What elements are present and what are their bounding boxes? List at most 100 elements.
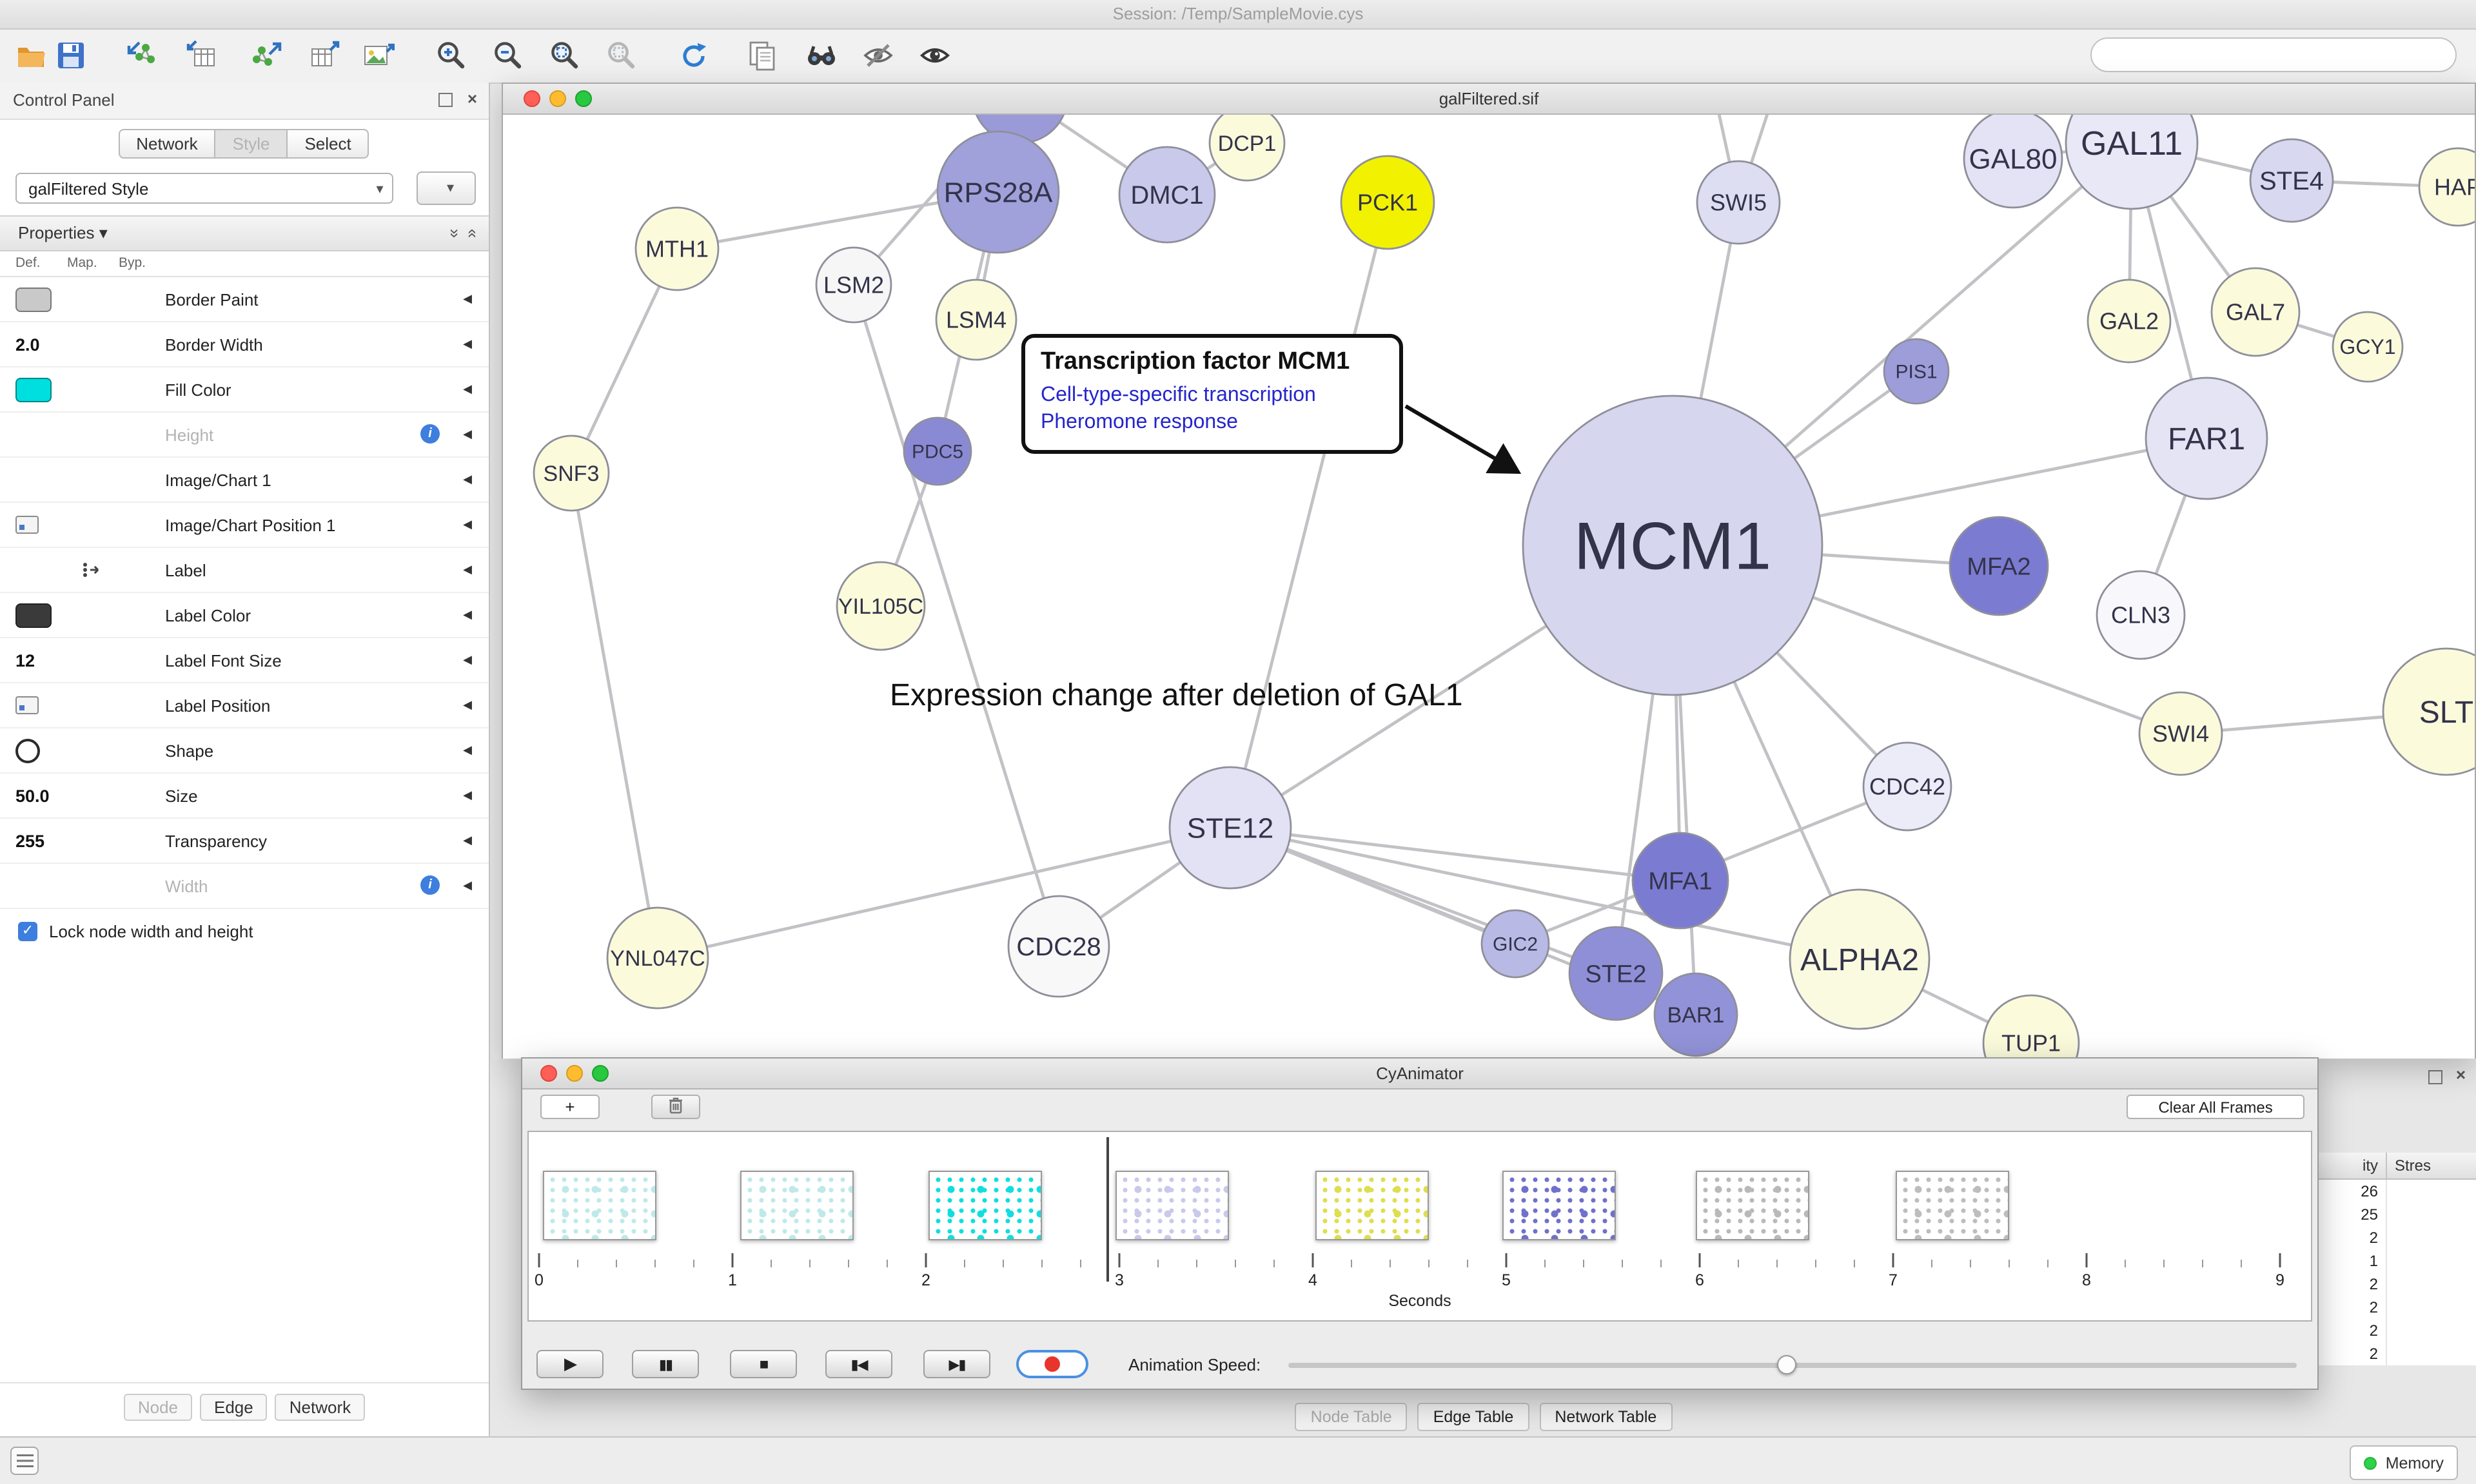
frame-thumbnail-4[interactable] [1115, 1171, 1229, 1240]
node-gic2[interactable] [1480, 909, 1550, 979]
table-row[interactable]: 2 [2319, 1342, 2476, 1365]
default-value-cell[interactable] [0, 377, 67, 402]
node-bar1[interactable] [1653, 972, 1738, 1057]
node-rps28a[interactable] [936, 130, 1060, 254]
search-input[interactable] [2090, 37, 2457, 72]
node-ynl047c[interactable] [606, 906, 709, 1010]
color-swatch[interactable] [15, 377, 52, 402]
node-ste4[interactable] [2249, 138, 2334, 223]
export-network-button[interactable] [245, 34, 291, 77]
table-row[interactable]: 25 [2319, 1203, 2476, 1226]
close-table-panel-icon[interactable]: × [2455, 1065, 2466, 1084]
tab-node-table[interactable]: Node Table [1295, 1403, 1408, 1431]
expand-row-icon[interactable]: ◀ [463, 608, 472, 621]
style-options-button[interactable]: ▾ [417, 171, 476, 205]
frame-thumbnail-7[interactable] [1696, 1171, 1809, 1240]
add-frame-button[interactable]: + [540, 1095, 600, 1119]
expand-row-icon[interactable]: ◀ [463, 834, 472, 846]
property-row-image-chart-1[interactable]: Image/Chart 1◀ [0, 458, 489, 503]
tab-network-style[interactable]: Network [275, 1394, 366, 1421]
attribute-table-header[interactable]: ity Stres [2319, 1153, 2476, 1180]
node-ste12[interactable] [1168, 766, 1292, 890]
lock-size-row[interactable]: ✓ Lock node width and height [0, 909, 489, 941]
node-gal80[interactable] [1963, 115, 2063, 209]
zoom-out-button[interactable] [485, 34, 531, 77]
expand-row-icon[interactable]: ◀ [463, 427, 472, 440]
table-row[interactable]: 26 [2319, 1180, 2476, 1203]
close-panel-icon[interactable]: × [467, 89, 477, 108]
node-mfa1[interactable] [1631, 832, 1729, 930]
animation-speed-slider[interactable] [1288, 1355, 2297, 1374]
style-selector[interactable]: galFiltered Style ▾ [15, 173, 394, 204]
node-pis1[interactable] [1883, 338, 1950, 405]
node-dmc1[interactable] [1118, 146, 1216, 244]
frame-thumbnail-3[interactable] [928, 1171, 1042, 1240]
node-hap1[interactable] [2418, 147, 2475, 227]
zoom-in-button[interactable] [428, 34, 475, 77]
table-row[interactable]: 2 [2319, 1319, 2476, 1342]
property-row-shape[interactable]: Shape◀ [0, 728, 489, 774]
tab-edge-style[interactable]: Edge [200, 1394, 268, 1421]
zoom-fit-button[interactable] [542, 34, 588, 77]
maximize-window-icon[interactable] [592, 1065, 609, 1082]
position-widget-icon[interactable] [15, 516, 39, 534]
property-row-label-position[interactable]: Label Position◀ [0, 683, 489, 728]
node-cdc42[interactable] [1862, 741, 1952, 832]
node-gal2[interactable] [2087, 278, 2172, 364]
expand-row-icon[interactable]: ◀ [463, 563, 472, 576]
expand-row-icon[interactable]: ◀ [463, 653, 472, 666]
minimize-window-icon[interactable] [549, 90, 566, 107]
expand-row-icon[interactable]: ◀ [463, 879, 472, 892]
default-value-cell[interactable]: 12 [0, 650, 67, 670]
hide-selected-button[interactable] [855, 34, 901, 77]
node-mth1[interactable] [634, 206, 720, 291]
default-value-cell[interactable] [0, 516, 67, 534]
pause-button[interactable]: ▮▮ [632, 1350, 699, 1378]
annotation-link-1[interactable]: Cell-type-specific transcription [1041, 384, 1316, 406]
import-table-button[interactable] [178, 34, 224, 77]
property-row-border-paint[interactable]: Border Paint◀ [0, 277, 489, 322]
node-lsm2[interactable] [815, 246, 892, 324]
node-pck1[interactable] [1340, 155, 1435, 250]
mapping-cell[interactable] [67, 561, 116, 579]
default-value-cell[interactable] [0, 603, 67, 627]
node-tup1[interactable] [1982, 994, 2080, 1059]
float-table-panel-icon[interactable] [2428, 1070, 2442, 1084]
property-row-label[interactable]: Label◀ [0, 548, 489, 593]
checkbox-checked-icon[interactable]: ✓ [18, 922, 37, 941]
play-button[interactable]: ▶ [536, 1350, 604, 1378]
apply-layout-button[interactable] [671, 34, 717, 77]
table-row[interactable]: 1 [2319, 1249, 2476, 1273]
table-row[interactable]: 2 [2319, 1296, 2476, 1319]
node-swi4[interactable] [2138, 691, 2223, 776]
expand-row-icon[interactable]: ◀ [463, 337, 472, 350]
save-session-button[interactable] [48, 34, 94, 77]
default-value-cell[interactable]: 2.0 [0, 335, 67, 354]
tab-style[interactable]: Style [214, 129, 288, 159]
maximize-window-icon[interactable] [575, 90, 592, 107]
network-window-titlebar[interactable]: galFiltered.sif [503, 84, 2475, 115]
frame-thumbnail-1[interactable] [543, 1171, 656, 1240]
node-lsm4[interactable] [935, 278, 1017, 361]
minimize-window-icon[interactable] [566, 1065, 583, 1082]
color-swatch[interactable] [15, 287, 52, 311]
tab-select[interactable]: Select [286, 129, 369, 159]
expand-row-icon[interactable]: ◀ [463, 788, 472, 801]
node-mcm1[interactable] [1522, 395, 1823, 696]
collapse-all-icon[interactable]: » [460, 228, 480, 239]
clear-all-frames-button[interactable]: Clear All Frames [2127, 1095, 2304, 1119]
frame-thumbnail-8[interactable] [1896, 1171, 2009, 1240]
ellipse-shape-icon[interactable] [15, 738, 40, 763]
close-window-icon[interactable] [524, 90, 540, 107]
node-gal11[interactable] [2065, 115, 2199, 210]
network-canvas[interactable]: RPS28ADMC1DCP1PCK1SWI5GAL80GAL11STE4HAPM… [503, 115, 2475, 1059]
node-slt2[interactable] [2382, 647, 2475, 776]
show-all-button[interactable] [912, 34, 958, 77]
record-button[interactable] [1016, 1350, 1088, 1378]
info-icon[interactable]: i [420, 424, 440, 444]
tab-network-table[interactable]: Network Table [1539, 1403, 1673, 1431]
